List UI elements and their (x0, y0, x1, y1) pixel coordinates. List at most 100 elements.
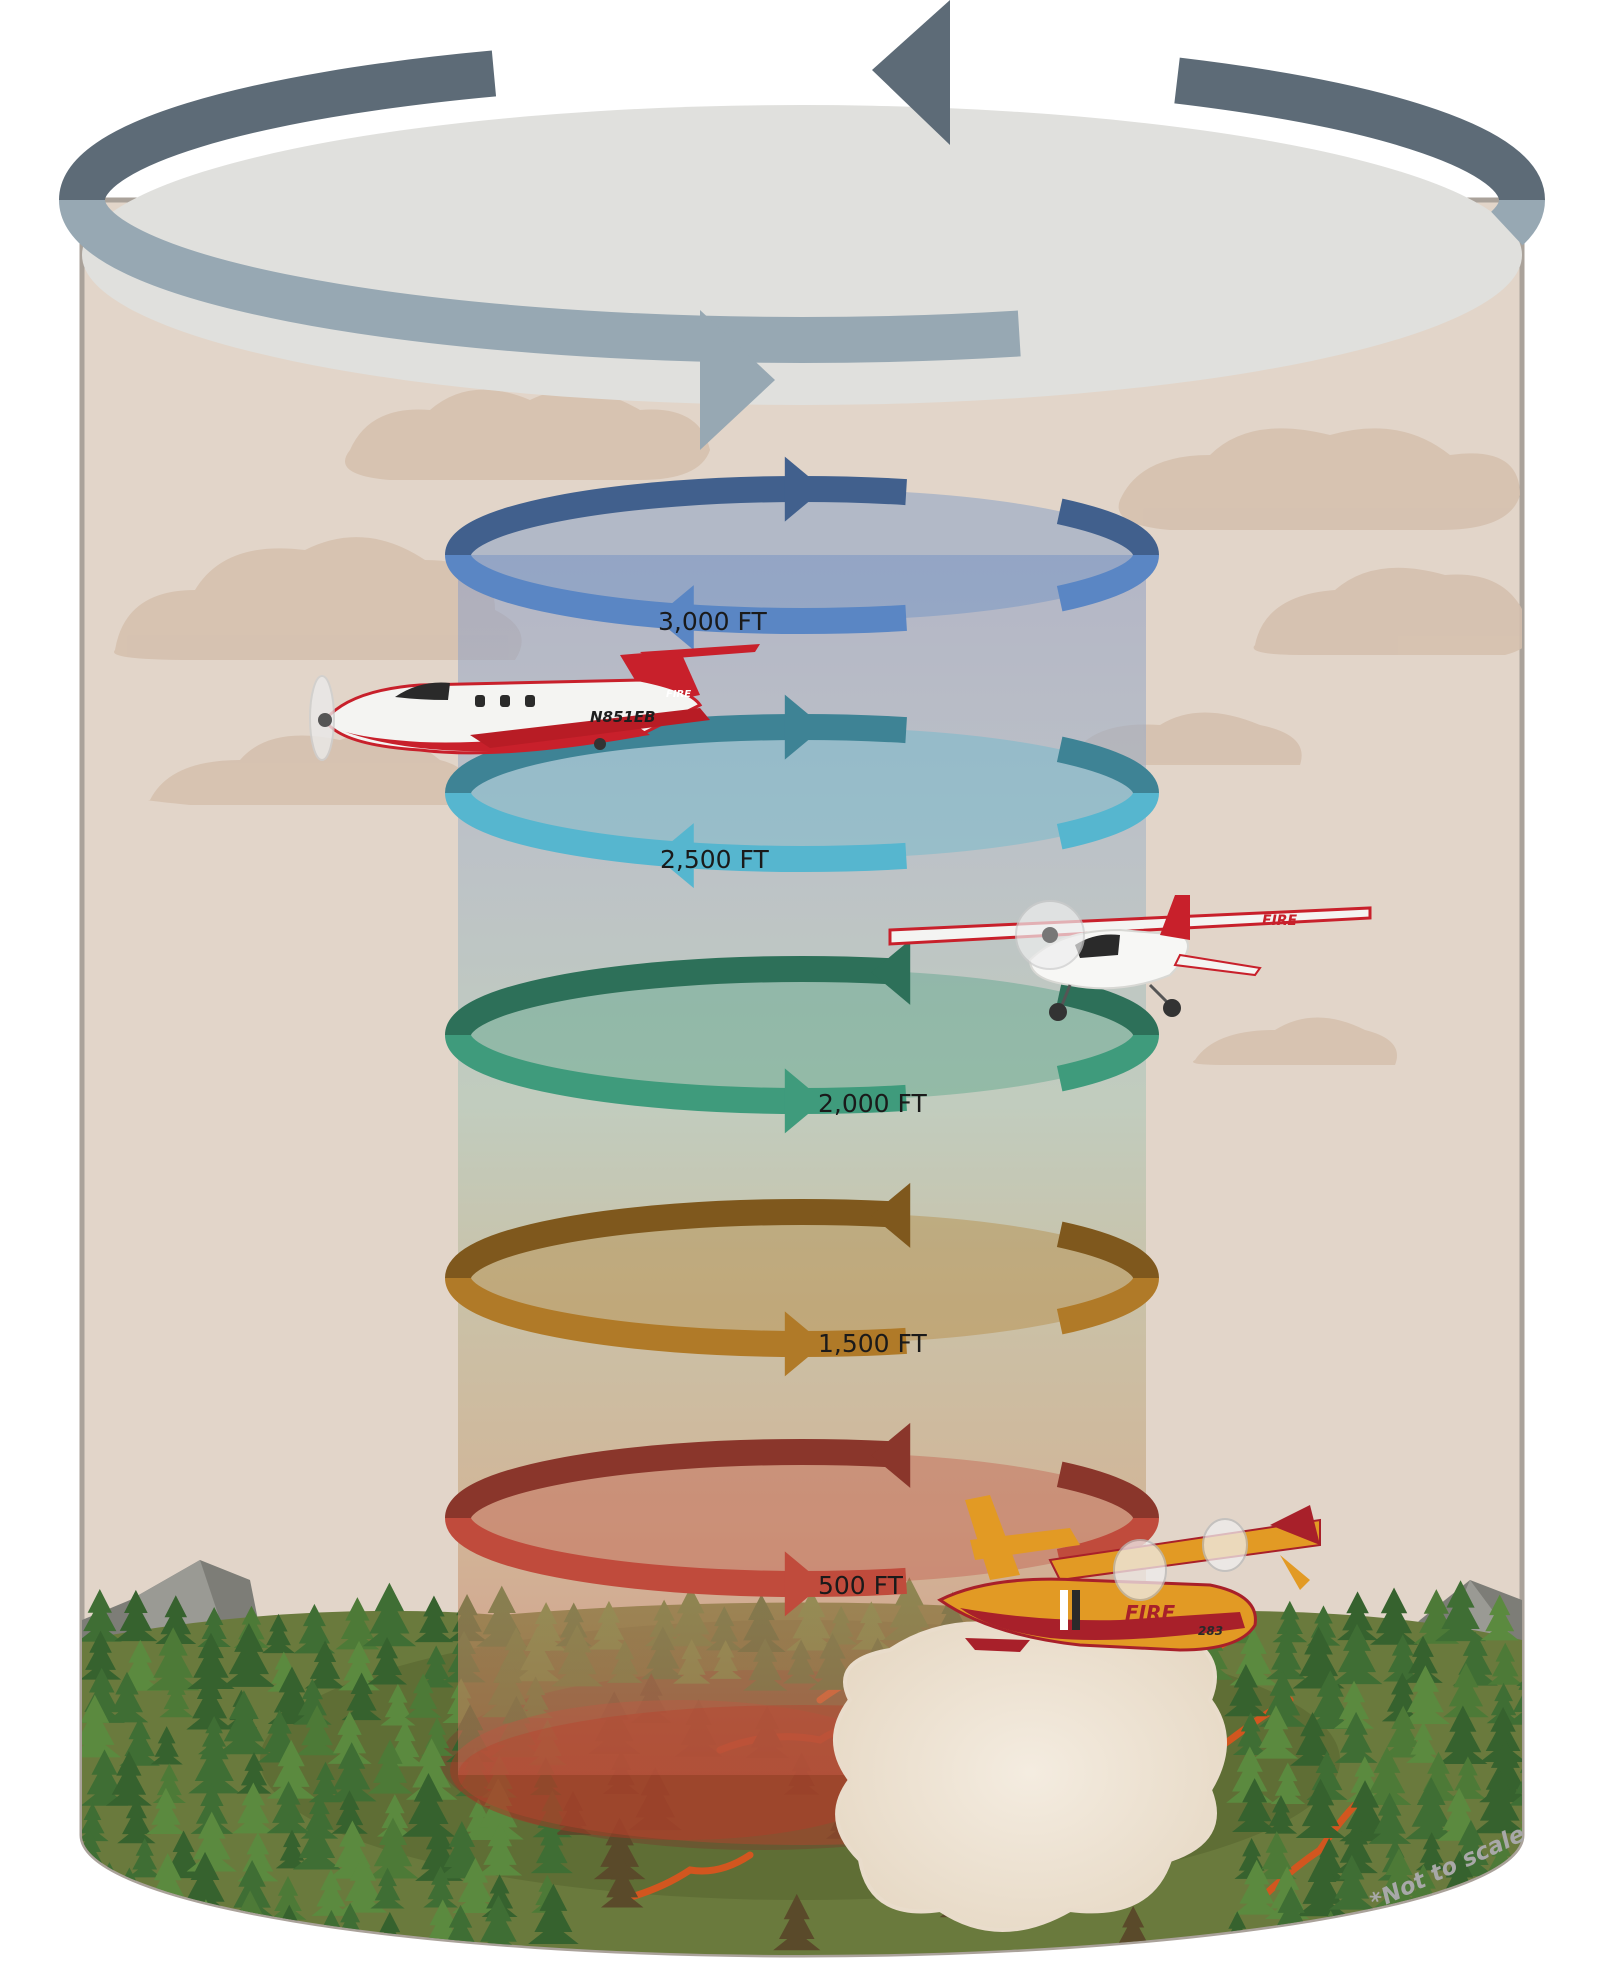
pine-tree (1337, 1591, 1379, 1641)
pine-tree (275, 1829, 309, 1869)
pine-tree (418, 1645, 454, 1688)
pine-tree (1473, 1770, 1522, 1834)
pine-tree (1233, 1859, 1280, 1915)
pine-tree (152, 1763, 186, 1804)
pine-tree (1521, 1599, 1522, 1648)
pine-tree (1506, 1661, 1522, 1725)
outer-ring-back-arrowhead (872, 0, 950, 145)
pine-tree (114, 1589, 158, 1642)
pine-tree (362, 1582, 417, 1647)
ring-3000-front-arc (445, 553, 1159, 634)
pine-tree (146, 1627, 200, 1691)
pine-tree (404, 1673, 442, 1718)
ring-1500-disc (458, 1212, 1146, 1344)
pine-tree (236, 1752, 272, 1794)
pine-tree (217, 1690, 271, 1755)
pine-tree (128, 1838, 162, 1878)
pine-tree (401, 1772, 456, 1837)
altitude-label-3000: 3,000 FT (658, 607, 767, 636)
pine-tree (600, 1856, 644, 1908)
pine-tree (266, 1781, 311, 1834)
pine-tree (1333, 1680, 1375, 1729)
pine-tree (117, 1797, 156, 1844)
pine-tree (414, 1595, 454, 1643)
pine-tree (1270, 1762, 1306, 1804)
pine-tree (1415, 1832, 1448, 1871)
pine-tree (82, 1694, 122, 1758)
pine-tree (308, 1761, 343, 1803)
pine-tree (1295, 1778, 1346, 1839)
pine-tree (161, 1897, 206, 1950)
pine-tree (370, 1867, 405, 1909)
scooper-marking: FIRE (1125, 1601, 1176, 1625)
rotation-rings (59, 0, 1545, 1617)
pine-tree (1479, 1706, 1522, 1763)
pine-tree (1226, 1746, 1274, 1803)
ring-500-back-arrowhead (871, 1422, 911, 1488)
pine-tree (367, 1636, 408, 1685)
pine-tree (1487, 1642, 1522, 1685)
ring-2000-back-arc (445, 956, 1159, 1037)
pine-tree (1403, 1635, 1443, 1683)
outer-ring-front-arc (59, 198, 1545, 363)
pine-tree (311, 1869, 351, 1916)
pine-tree (1362, 1746, 1412, 1805)
pine-tree (1406, 1909, 1440, 1950)
lead-plane-marking: FIRE (666, 689, 691, 700)
pine-tree (338, 1640, 380, 1691)
pine-tree (1266, 1631, 1307, 1680)
ring-2000-front-arrowhead (784, 1068, 824, 1134)
pine-tree (1434, 1580, 1487, 1642)
pine-tree (1413, 1589, 1460, 1644)
pine-tree (367, 1739, 413, 1794)
pine-tree (109, 1901, 146, 1945)
pine-tree (1272, 1600, 1308, 1643)
pine-tree (197, 1606, 231, 1647)
pine-tree (1232, 1778, 1278, 1832)
pine-tree (405, 1738, 458, 1800)
pine-tree (1369, 1587, 1419, 1645)
pine-tree (1443, 1662, 1489, 1718)
lead-plane-tail-number: N851EB (590, 708, 656, 726)
pine-tree (1400, 1665, 1451, 1725)
pine-tree (1229, 1628, 1278, 1686)
pine-tree (1253, 1705, 1299, 1759)
pine-tree (528, 1883, 579, 1945)
pine-tree (82, 1630, 122, 1680)
pine-tree (82, 1802, 109, 1842)
altitude-label-2500: 2,500 FT (660, 845, 769, 874)
ring-1500-front-arrowhead (784, 1311, 824, 1377)
pine-tree (530, 1823, 573, 1874)
pine-tree (380, 1683, 416, 1726)
pine-tree (1438, 1705, 1488, 1764)
pine-tree (1527, 1703, 1575, 1760)
ring-2500-disc (458, 727, 1146, 859)
pine-tree (1490, 1868, 1522, 1910)
pine-tree (159, 1676, 194, 1718)
pine-tree (1374, 1848, 1424, 1908)
ring-2000-back-arrowhead (871, 939, 911, 1005)
pine-tree (335, 1597, 380, 1650)
pine-tree (1331, 1623, 1383, 1685)
pine-tree (293, 1678, 332, 1725)
ring-3000-back-arrowhead (784, 456, 824, 522)
pine-tree (423, 1866, 458, 1908)
ring-500-front-arrowhead (784, 1551, 824, 1617)
pine-tree (187, 1632, 235, 1690)
pine-tree (1381, 1705, 1425, 1758)
pine-tree (1232, 1712, 1269, 1755)
pine-tree (292, 1811, 342, 1870)
ring-3000-front-arrowhead (654, 585, 694, 651)
pine-tree (1508, 1745, 1522, 1806)
pine-tree (376, 1794, 413, 1837)
pine-tree (269, 1875, 307, 1920)
pine-tree (338, 1854, 388, 1913)
ring-1500-back-arrowhead (871, 1182, 911, 1248)
pine-tree (367, 1817, 419, 1879)
altitude-label-1500: 1,500 FT (818, 1329, 927, 1358)
pine-tree (304, 1640, 346, 1689)
outer-ring-front-arrowhead (700, 310, 775, 450)
pine-tree (186, 1674, 233, 1730)
ring-3000-disc (458, 489, 1146, 621)
